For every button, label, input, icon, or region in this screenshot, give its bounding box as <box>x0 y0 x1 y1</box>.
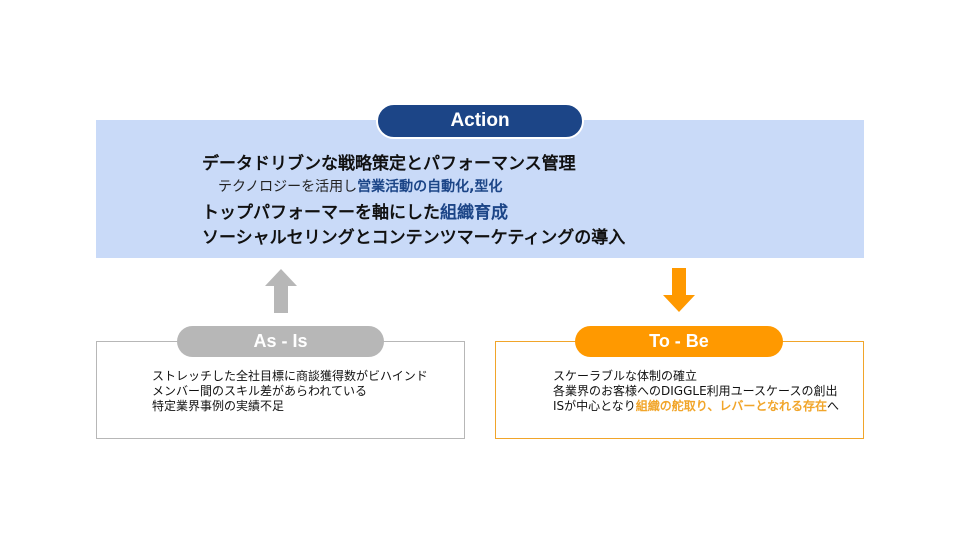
to-be-label: To - Be <box>575 326 783 357</box>
to-be-list: スケーラブルな体制の確立 各業界のお客様へのDIGGLE利用ユースケースの創出 … <box>553 369 839 414</box>
arrow-up-icon <box>265 269 297 313</box>
as-is-item: メンバー間のスキル差があらわれている <box>152 384 368 398</box>
as-is-item: 特定業界事例の実績不足 <box>152 399 285 413</box>
action-line-3-text: トップパフォーマーを軸にした <box>202 203 440 223</box>
action-panel <box>96 120 864 258</box>
action-line-2-text: テクノロジーを活用し <box>218 179 358 195</box>
action-line-4: ソーシャルセリングとコンテンツマーケティングの導入 <box>202 228 626 248</box>
action-line-3: トップパフォーマーを軸にした組織育成 <box>202 198 508 223</box>
as-is-item: ストレッチした全社目標に商談獲得数がビハインド <box>152 369 428 383</box>
action-line-2: テクノロジーを活用し営業活動の自動化,型化 <box>218 176 503 196</box>
action-line-2-highlight: 営業活動の自動化,型化 <box>357 179 503 195</box>
to-be-item: ISが中心となり組織の舵取り、レバーとなれる存在へ <box>553 399 839 414</box>
arrow-down-icon <box>663 268 695 312</box>
action-line-3-highlight: 組織育成 <box>440 203 508 223</box>
action-label: Action <box>376 103 584 139</box>
to-be-item-suffix: へ <box>826 399 839 413</box>
to-be-item-text: ISが中心となり <box>553 399 636 413</box>
as-is-list: ストレッチした全社目標に商談獲得数がビハインド メンバー間のスキル差があらわれて… <box>152 369 428 414</box>
to-be-item: スケーラブルな体制の確立 <box>553 369 698 383</box>
as-is-label: As - Is <box>177 326 384 357</box>
to-be-item: 各業界のお客様へのDIGGLE利用ユースケースの創出 <box>553 384 838 398</box>
action-line-1: データドリブンな戦略策定とパフォーマンス管理 <box>202 154 576 174</box>
to-be-item-highlight: 組織の舵取り、レバーとなれる存在 <box>635 399 827 413</box>
